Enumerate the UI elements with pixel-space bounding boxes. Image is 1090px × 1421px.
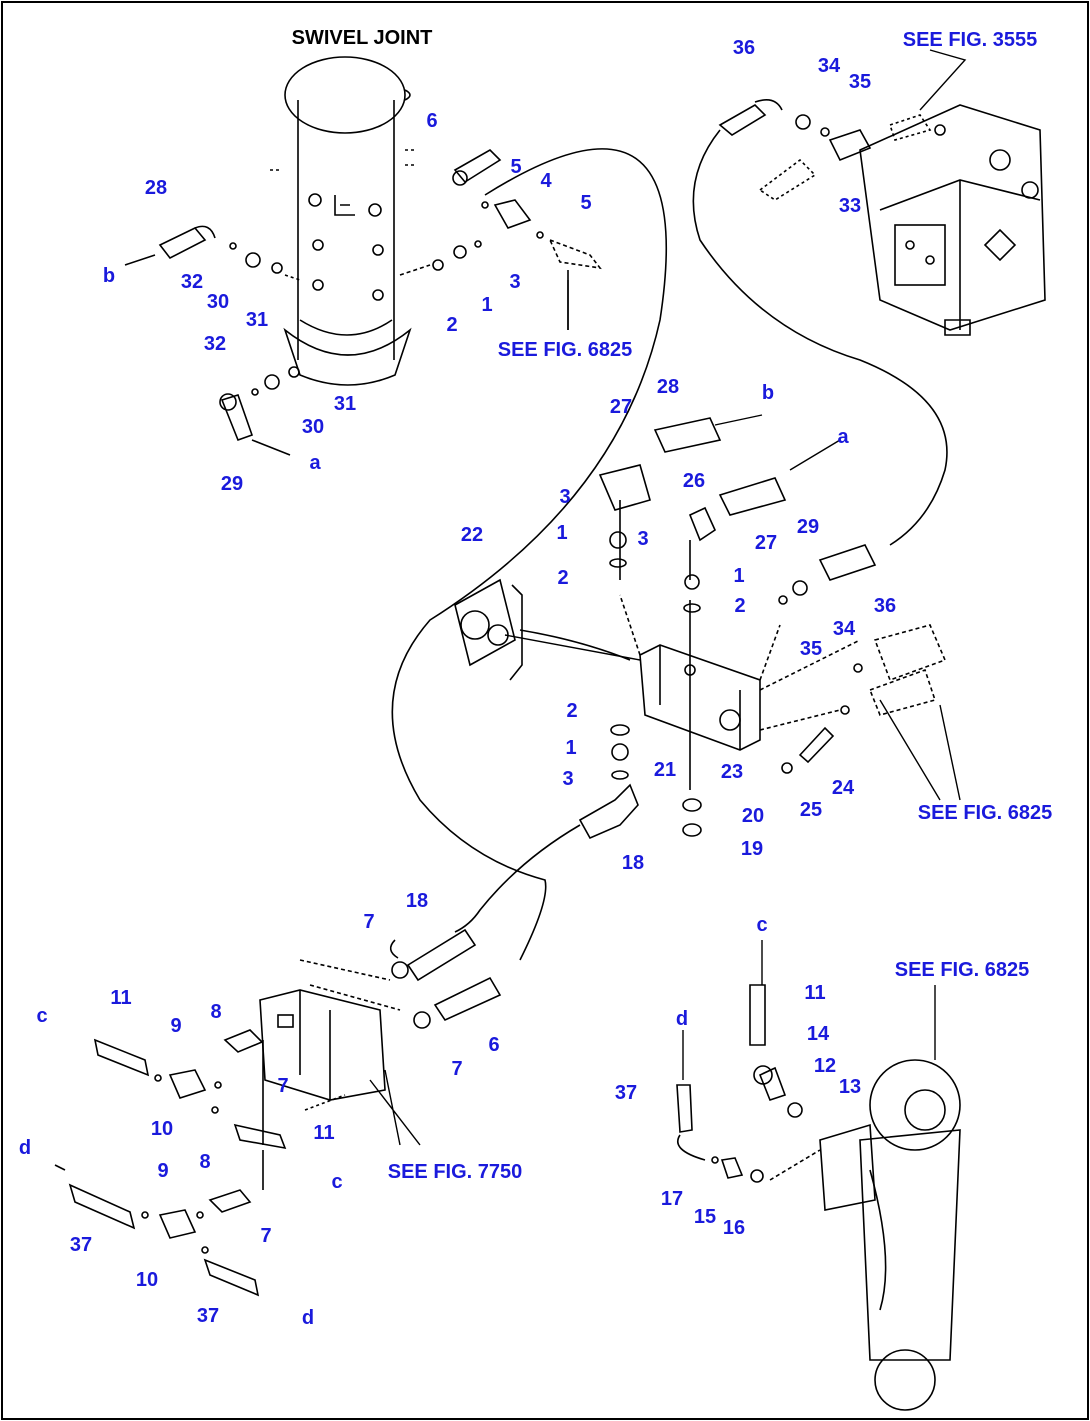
part-label: 2: [446, 314, 458, 336]
connection-letter: b: [761, 382, 775, 404]
part-label: 30: [206, 291, 230, 313]
part-label: 10: [135, 1269, 159, 1291]
part-label: 6: [488, 1034, 500, 1056]
part-label: 2: [734, 595, 746, 617]
part-label: 28: [656, 376, 680, 398]
part-label: 16: [722, 1217, 746, 1239]
ref-fig-6825-bottom: SEE FIG. 6825: [894, 959, 1030, 981]
part-label: 11: [110, 987, 132, 1009]
ref-fig-6825-top: SEE FIG. 6825: [497, 339, 633, 361]
part-label: 19: [740, 838, 764, 860]
part-label: 36: [732, 37, 756, 59]
connection-letter: a: [837, 426, 849, 448]
part-label: 15: [693, 1206, 717, 1228]
part-label: 14: [806, 1023, 830, 1045]
connection-letter: d: [301, 1307, 315, 1329]
bottom-left-block-drawing: [54, 928, 502, 1297]
part-label: 34: [832, 618, 856, 640]
part-label: 18: [621, 852, 645, 874]
ref-fig-7750: SEE FIG. 7750: [387, 1161, 523, 1183]
part-label: 26: [682, 470, 706, 492]
part-label: 7: [363, 911, 375, 933]
part-label: 10: [150, 1118, 174, 1140]
part-label: 23: [720, 761, 744, 783]
connection-letter: d: [18, 1137, 32, 1159]
part-label: 21: [653, 759, 677, 781]
part-label: 18: [405, 890, 429, 912]
part-label: 27: [609, 396, 633, 418]
part-label: c: [756, 914, 768, 936]
part-label: 30: [301, 416, 325, 438]
part-label: 17: [660, 1188, 684, 1210]
part-label: 8: [199, 1151, 211, 1173]
connection-letter: b: [102, 265, 116, 287]
part-label: 5: [580, 192, 592, 214]
swivel-fittings-left: [124, 225, 301, 456]
part-label: 3: [509, 271, 521, 293]
part-label: 1: [733, 565, 745, 587]
connection-letter: c: [36, 1005, 48, 1027]
part-label: 3: [559, 486, 571, 508]
part-label: 8: [210, 1001, 222, 1023]
top-right-valve-drawing: [718, 99, 1046, 336]
ref-fig-6825-center: SEE FIG. 6825: [917, 802, 1053, 824]
part-label: 2: [566, 700, 578, 722]
part-label: 28: [144, 177, 168, 199]
part-label: 33: [838, 195, 862, 217]
part-label: 36: [873, 595, 897, 617]
part-label: 31: [245, 309, 269, 331]
part-label: 7: [277, 1075, 289, 1097]
ref-fig-3555: SEE FIG. 3555: [902, 29, 1038, 51]
part-label: 35: [799, 638, 823, 660]
part-label: 24: [831, 777, 855, 799]
part-label: 11: [313, 1122, 335, 1144]
part-label: 3: [637, 528, 649, 550]
part-label: 13: [838, 1076, 862, 1098]
part-label: 11: [804, 982, 826, 1004]
part-label: 32: [180, 271, 204, 293]
part-label: 12: [813, 1055, 837, 1077]
part-label: 34: [817, 55, 841, 77]
part-label: 4: [540, 170, 552, 192]
part-label: 6: [426, 110, 438, 132]
part-label: 29: [220, 473, 244, 495]
leader-lines: [369, 49, 967, 1146]
part-label: 27: [754, 532, 778, 554]
part-label: 37: [196, 1305, 220, 1327]
swivel-fittings-right: [399, 149, 602, 330]
bottom-right-cylinder-drawing: [676, 984, 961, 1411]
center-valve-drawing: [454, 417, 947, 840]
part-label: 1: [565, 737, 577, 759]
part-label: 1: [481, 294, 493, 316]
part-label: 29: [796, 516, 820, 538]
part-label: 7: [451, 1058, 463, 1080]
part-label: 37: [614, 1082, 638, 1104]
part-label: 22: [460, 524, 484, 546]
part-label: 1: [556, 522, 568, 544]
part-label: d: [675, 1008, 689, 1030]
part-label: 9: [170, 1015, 182, 1037]
connection-letter: c: [331, 1171, 343, 1193]
hoses: [389, 129, 948, 961]
diagram-title: SWIVEL JOINT: [291, 27, 433, 49]
part-label: 9: [157, 1160, 169, 1182]
part-label: 25: [799, 799, 823, 821]
part-label: 37: [69, 1234, 93, 1256]
part-label: 31: [333, 393, 357, 415]
part-label: 32: [203, 333, 227, 355]
part-label: 3: [562, 768, 574, 790]
swivel-joint-drawing: [270, 56, 415, 386]
part-label: 2: [557, 567, 569, 589]
connection-letter: a: [309, 452, 321, 474]
part-label: 35: [848, 71, 872, 93]
part-label: 5: [510, 156, 522, 178]
part-label: 20: [741, 805, 765, 827]
part-label: 7: [260, 1225, 272, 1247]
